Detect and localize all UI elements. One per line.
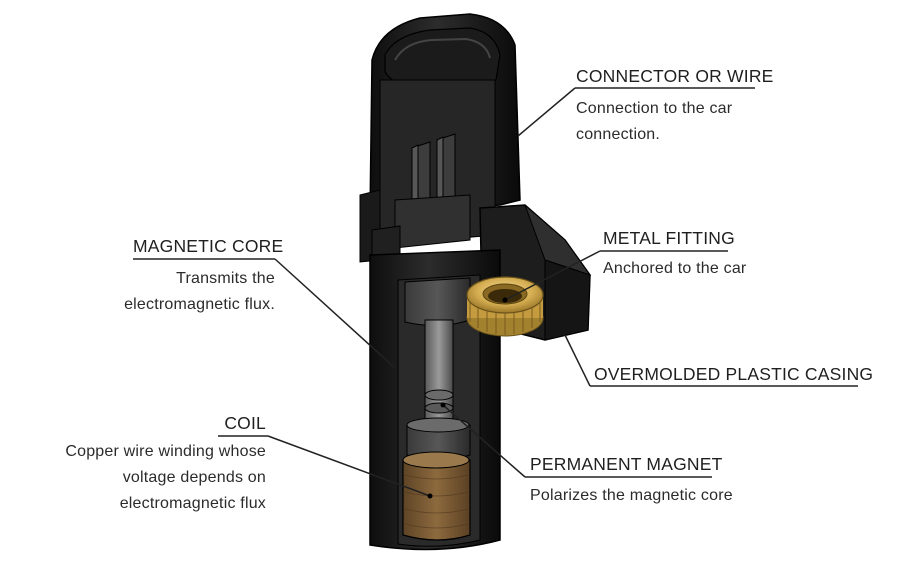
label-magnetic-core-title: MAGNETIC CORE	[133, 236, 284, 256]
label-connector-title: CONNECTOR OR WIRE	[576, 66, 774, 86]
leader-metal-fitting	[504, 250, 601, 301]
label-magnetic-core-desc-1: Transmits the	[176, 270, 275, 287]
leader-casing	[564, 334, 591, 387]
leader-dots	[427, 297, 508, 499]
leader-magnetic-core	[274, 258, 396, 369]
label-connector-desc-1: Connection to the car	[576, 100, 733, 117]
leader-coil	[267, 435, 431, 497]
label-metal-fitting-desc-1: Anchored to the car	[603, 260, 747, 277]
label-permanent-magnet-desc-1: Polarizes the magnetic core	[530, 487, 733, 504]
label-metal-fitting-title: METAL FITTING	[603, 228, 735, 248]
label-connector-desc-2: connection.	[576, 126, 661, 143]
label-coil-desc-3: electromagnetic flux	[119, 495, 266, 512]
label-coil-desc-2: voltage depends on	[122, 469, 266, 486]
sensor-body	[359, 13, 592, 551]
leader-connector	[517, 87, 576, 137]
label-magnetic-core-desc-2: electromagnetic flux.	[124, 296, 275, 313]
label-coil-title: COIL	[224, 413, 266, 433]
label-permanent-magnet-title: PERMANENT MAGNET	[530, 454, 723, 474]
leader-lines	[133, 87, 858, 497]
label-casing-title: OVERMOLDED PLASTIC CASING	[594, 364, 874, 384]
label-coil-desc-1: Copper wire winding whose	[65, 443, 266, 460]
leader-permanent-magnet	[442, 404, 526, 478]
metal-fitting-shape	[466, 276, 544, 337]
